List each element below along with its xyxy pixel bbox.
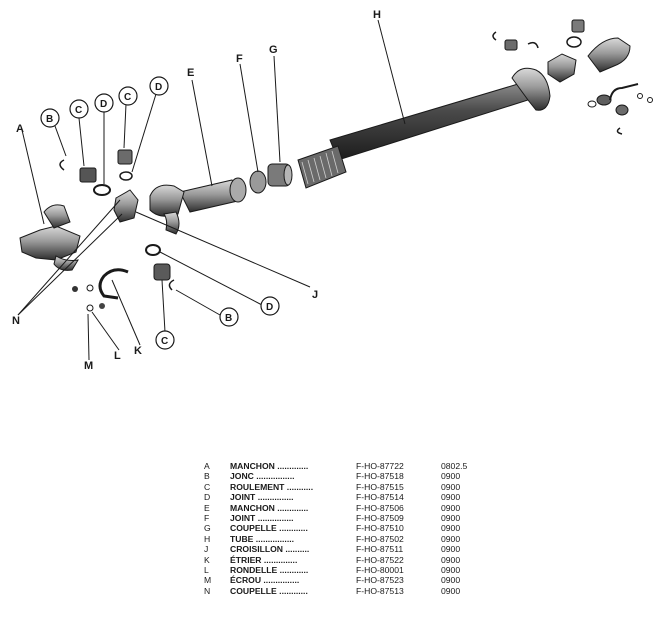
leader-lines bbox=[17, 19, 406, 361]
parts-row: B JONC ................ F-HO-87518 0900 bbox=[204, 471, 471, 481]
part-letter: N bbox=[204, 585, 211, 596]
part-name: CROISILLON .......... bbox=[230, 544, 310, 555]
part-name: ÉCROU ............... bbox=[230, 575, 300, 586]
part-name: ROULEMENT ........... bbox=[230, 481, 314, 492]
part-name: COUPELLE ............ bbox=[230, 523, 308, 534]
part-code: 0900 bbox=[441, 585, 461, 596]
part-code: 0900 bbox=[441, 554, 461, 565]
label-c-top-left: C bbox=[75, 105, 82, 116]
part-code: 0900 bbox=[441, 533, 461, 544]
part-code: 0900 bbox=[441, 481, 461, 492]
part-reference: F-HO-87510 bbox=[356, 523, 404, 534]
label-m: M bbox=[84, 360, 93, 372]
parts-row: M ÉCROU ............... F-HO-87523 0900 bbox=[204, 575, 471, 585]
part-code: 0900 bbox=[441, 513, 461, 524]
upper-joint-parts bbox=[492, 19, 653, 135]
exploded-driveshaft-diagram: A B C D C D E F G H N J D B C K L M bbox=[12, 9, 653, 372]
part-name: TUBE ................ bbox=[230, 533, 294, 544]
part-name: JOINT ............... bbox=[230, 513, 294, 524]
label-d-top-left: D bbox=[100, 99, 107, 110]
circled-callouts bbox=[40, 76, 280, 350]
part-letter: F bbox=[204, 513, 210, 524]
part-letter: A bbox=[204, 461, 210, 471]
parts-row: D JOINT ............... F-HO-87514 0900 bbox=[204, 492, 471, 502]
sleeve-yoke-part bbox=[149, 177, 247, 235]
part-name: MANCHON ............. bbox=[230, 502, 309, 513]
label-d-top-right: D bbox=[155, 82, 162, 93]
part-name: ÉTRIER .............. bbox=[230, 554, 298, 565]
part-letter: G bbox=[204, 523, 211, 534]
label-n: N bbox=[12, 315, 20, 327]
parts-row: A MANCHON ............. F-HO-87722 0802.5 bbox=[204, 461, 471, 471]
part-reference: F-HO-87513 bbox=[356, 585, 404, 596]
part-code: 0900 bbox=[441, 544, 461, 555]
label-l: L bbox=[114, 350, 121, 362]
part-code: 0900 bbox=[441, 565, 461, 576]
part-name: RONDELLE ............ bbox=[230, 565, 309, 576]
label-g: G bbox=[269, 44, 278, 56]
joint-cup-parts bbox=[249, 163, 293, 194]
parts-row: H TUBE ................ F-HO-87502 0900 bbox=[204, 534, 471, 544]
part-reference: F-HO-87515 bbox=[356, 481, 404, 492]
label-d-bottom: D bbox=[266, 302, 273, 313]
label-j: J bbox=[312, 289, 318, 301]
part-letter: B bbox=[204, 471, 210, 482]
parts-row: F JOINT ............... F-HO-87509 0900 bbox=[204, 513, 471, 523]
part-code: 0900 bbox=[441, 502, 461, 513]
part-letter: E bbox=[204, 502, 210, 513]
left-joint-parts bbox=[59, 149, 175, 312]
label-e: E bbox=[187, 67, 194, 79]
part-letter: J bbox=[204, 544, 209, 555]
part-letter: C bbox=[204, 481, 211, 492]
part-reference: F-HO-87509 bbox=[356, 513, 404, 524]
part-reference: F-HO-80001 bbox=[356, 565, 404, 576]
part-name: JOINT ............... bbox=[230, 492, 294, 503]
part-code: 0900 bbox=[441, 492, 461, 503]
part-letter: M bbox=[204, 575, 212, 586]
part-letter: D bbox=[204, 492, 211, 503]
part-name: COUPELLE ............ bbox=[230, 585, 308, 596]
label-c-top-right: C bbox=[124, 92, 131, 103]
part-reference: F-HO-87523 bbox=[356, 575, 404, 586]
part-code: 0802.5 bbox=[441, 461, 468, 471]
part-name: JONC ................ bbox=[230, 471, 295, 482]
parts-row: G COUPELLE ............ F-HO-87510 0900 bbox=[204, 523, 471, 533]
parts-row: J CROISILLON .......... F-HO-87511 0900 bbox=[204, 544, 471, 554]
part-reference: F-HO-87514 bbox=[356, 492, 404, 503]
part-reference: F-HO-87502 bbox=[356, 533, 404, 544]
part-letter: H bbox=[204, 533, 211, 544]
label-a: A bbox=[16, 123, 24, 135]
label-h: H bbox=[373, 9, 381, 21]
part-letter: L bbox=[204, 565, 209, 576]
part-name: MANCHON ............. bbox=[230, 461, 309, 471]
part-reference: F-HO-87506 bbox=[356, 502, 404, 513]
part-reference: F-HO-87522 bbox=[356, 554, 404, 565]
flange-yoke-part bbox=[19, 204, 81, 271]
part-code: 0900 bbox=[441, 471, 461, 482]
label-f: F bbox=[236, 53, 243, 65]
part-letter: K bbox=[204, 554, 210, 565]
part-code: 0900 bbox=[441, 575, 461, 586]
parts-row: N COUPELLE ............ F-HO-87513 0900 bbox=[204, 586, 471, 596]
label-k: K bbox=[134, 345, 142, 357]
label-c-bottom: C bbox=[161, 336, 168, 347]
part-reference: F-HO-87518 bbox=[356, 471, 404, 482]
label-b-bottom: B bbox=[225, 313, 232, 324]
part-reference: F-HO-87511 bbox=[356, 544, 404, 555]
label-b-top: B bbox=[46, 114, 53, 125]
parts-row: C ROULEMENT ........... F-HO-87515 0900 bbox=[204, 482, 471, 492]
part-code: 0900 bbox=[441, 523, 461, 534]
parts-row: K ÉTRIER .............. F-HO-87522 0900 bbox=[204, 555, 471, 565]
parts-row: E MANCHON ............. F-HO-87506 0900 bbox=[204, 503, 471, 513]
part-reference: F-HO-87722 bbox=[356, 461, 404, 471]
tube-part bbox=[297, 67, 551, 189]
parts-row: L RONDELLE ............ F-HO-80001 0900 bbox=[204, 565, 471, 575]
